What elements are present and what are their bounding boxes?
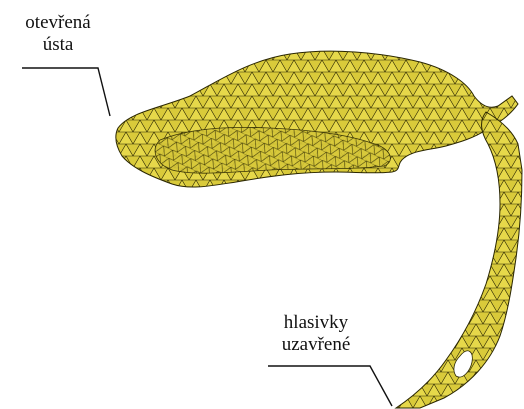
label-vocal-folds-closed: hlasivky uzavřené bbox=[256, 312, 376, 356]
leader-line-mouth bbox=[22, 68, 110, 116]
label-vocal-folds-line1: hlasivky bbox=[256, 312, 376, 334]
label-open-mouth-line2: ústa bbox=[2, 34, 114, 56]
label-open-mouth: otevřená ústa bbox=[2, 12, 114, 56]
leader-line-glottis bbox=[268, 366, 392, 406]
label-open-mouth-line1: otevřená bbox=[2, 12, 114, 34]
label-vocal-folds-line2: uzavřené bbox=[256, 334, 376, 356]
